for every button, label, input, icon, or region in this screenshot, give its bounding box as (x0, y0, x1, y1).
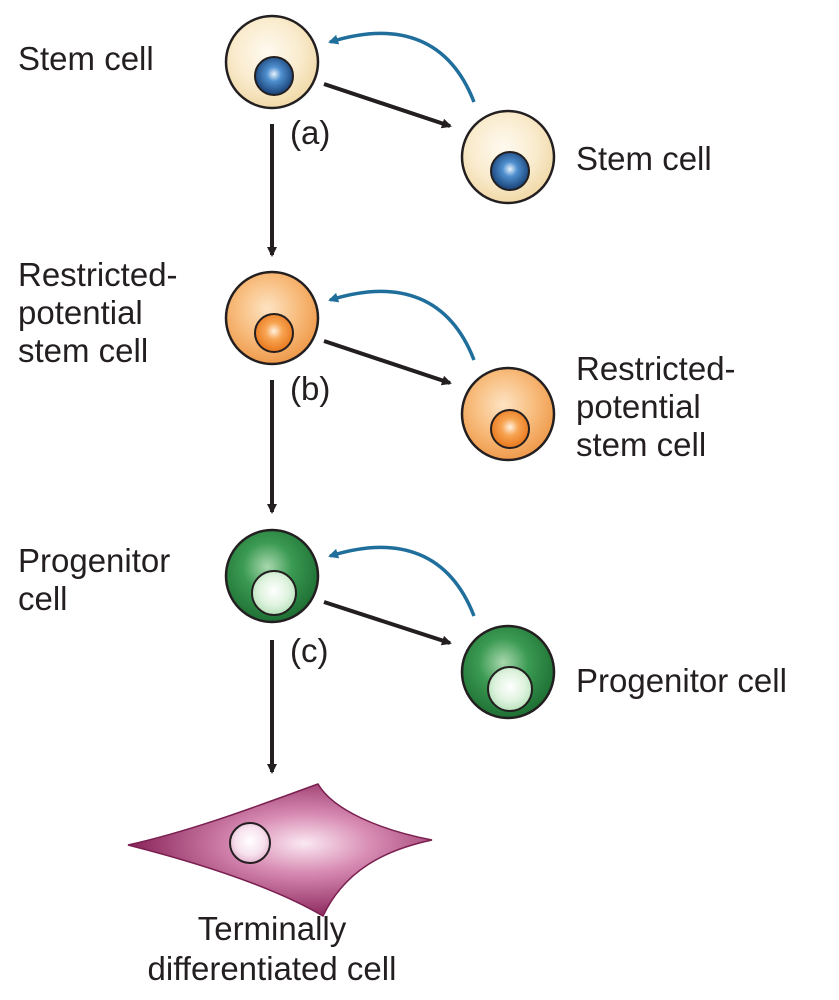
progenitor-cell-left (224, 528, 320, 624)
terminal-cell-label: Terminally differentiated cell (148, 910, 397, 987)
svg-text:potential: potential (18, 294, 143, 331)
division-arrow-a (323, 82, 452, 129)
svg-text:Restricted-: Restricted- (576, 350, 736, 387)
svg-text:Progenitor: Progenitor (18, 542, 170, 579)
stem-cell-left (224, 14, 320, 110)
svg-text:Terminally: Terminally (198, 910, 347, 947)
self-renewal-arrow-b (328, 289, 476, 361)
progenitor-label-right: Progenitor cell (576, 662, 787, 699)
step-a-label: (a) (290, 114, 330, 151)
restricted-label-left: Restricted- potential stem cell (18, 256, 178, 369)
step-c-label: (c) (290, 632, 328, 669)
svg-text:stem cell: stem cell (18, 332, 148, 369)
restricted-cell-right (460, 366, 556, 462)
stem-cell-right (460, 109, 556, 205)
self-renewal-arrow-a (328, 31, 476, 103)
terminal-cell (127, 783, 433, 918)
step-b-label: (b) (290, 370, 330, 407)
progenitor-label-left: Progenitor cell (18, 542, 170, 617)
svg-text:Restricted-: Restricted- (18, 256, 178, 293)
svg-text:stem cell: stem cell (576, 426, 706, 463)
division-arrow-b (323, 339, 452, 386)
restricted-label-right: Restricted- potential stem cell (576, 350, 736, 463)
self-renewal-arrow-c (328, 545, 476, 617)
stem-cell-label-left: Stem cell (18, 40, 154, 77)
svg-text:cell: cell (18, 580, 68, 617)
restricted-cell-left (224, 270, 320, 366)
stem-cell-label-right: Stem cell (576, 140, 712, 177)
svg-text:potential: potential (576, 388, 701, 425)
svg-text:differentiated cell: differentiated cell (148, 950, 397, 987)
progenitor-cell-right (460, 624, 556, 720)
division-arrow-c (323, 600, 452, 646)
